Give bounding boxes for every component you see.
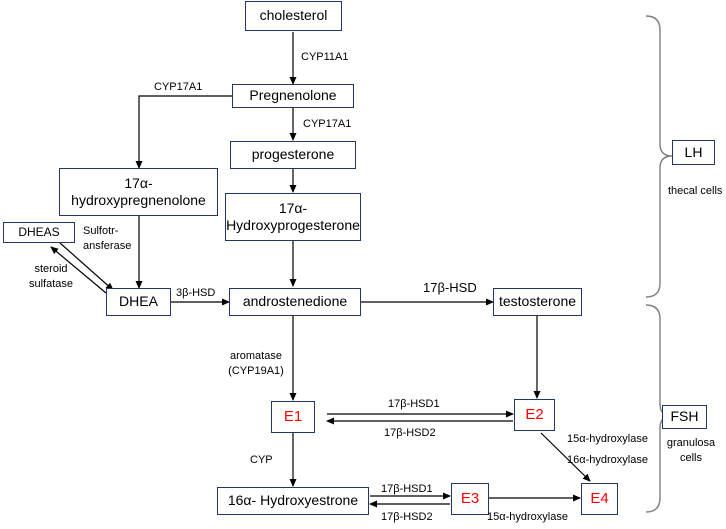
node-progesterone: progesterone (230, 141, 356, 169)
label-cyp: CYP (250, 454, 273, 466)
node-e3: E3 (451, 483, 489, 515)
arrow-pregnenolone-hydroxypregnenolone (135, 95, 232, 169)
label-cyp17a1-left: CYP17A1 (154, 81, 203, 93)
node-dhea: DHEA (106, 288, 171, 316)
node-lh: LH (672, 140, 715, 165)
node-hydroxyestrone: 16α- Hydroxyestrone (217, 487, 369, 515)
label-17b-hsd2-upper: 17β-HSD2 (384, 427, 436, 439)
label-3b-hsd: 3β-HSD (176, 287, 216, 299)
label-17b-hsd2-lower: 17β-HSD2 (381, 511, 433, 523)
thecal-brace (645, 15, 673, 298)
label-17b-hsd: 17β-HSD (423, 280, 477, 295)
node-dheas: DHEAS (3, 222, 75, 243)
label-steroid-sulfatase: steroid sulfatase (28, 263, 74, 290)
arrow-e2-e4 (540, 432, 591, 482)
label-17b-hsd1-lower: 17β-HSD1 (381, 483, 433, 495)
label-cyp17a1-center: CYP17A1 (303, 118, 352, 130)
label-sulfotransferase: Sulfotr- ansferase (83, 225, 132, 252)
label-15a-hydroxylase-bottom: 15α-hydroxylase (487, 511, 568, 523)
node-fsh: FSH (662, 405, 707, 429)
arrow-dhea-dheas (50, 246, 107, 294)
node-androstenedione: androstenedione (229, 288, 361, 316)
label-granulosa-cells: granulosa cells (666, 437, 716, 464)
label-15a-hydroxylase-right: 15α-hydroxylase (567, 433, 648, 445)
node-hydroxyprogesterone: 17α- Hydroxyprogesterone (225, 193, 361, 241)
node-e2: E2 (514, 399, 555, 431)
node-pregnenolone: Pregnenolone (232, 84, 354, 108)
node-cholesterol: cholesterol (245, 1, 342, 31)
node-hydroxypregnenolone: 17α- hydroxypregnenolone (59, 168, 218, 216)
label-cyp11a1: CYP11A1 (301, 51, 349, 63)
node-e1: E1 (271, 401, 315, 433)
label-aromatase: aromatase (CYP19A1) (228, 350, 284, 377)
label-thecal-cells: thecal cells (668, 185, 723, 197)
node-testosterone: testosterone (493, 288, 582, 316)
arrow-dheas-dhea (59, 242, 114, 291)
label-16a-hydroxylase-right: 16α-hydroxylase (567, 454, 648, 466)
label-17b-hsd1-upper: 17β-HSD1 (388, 398, 440, 410)
node-e4: E4 (581, 483, 618, 515)
